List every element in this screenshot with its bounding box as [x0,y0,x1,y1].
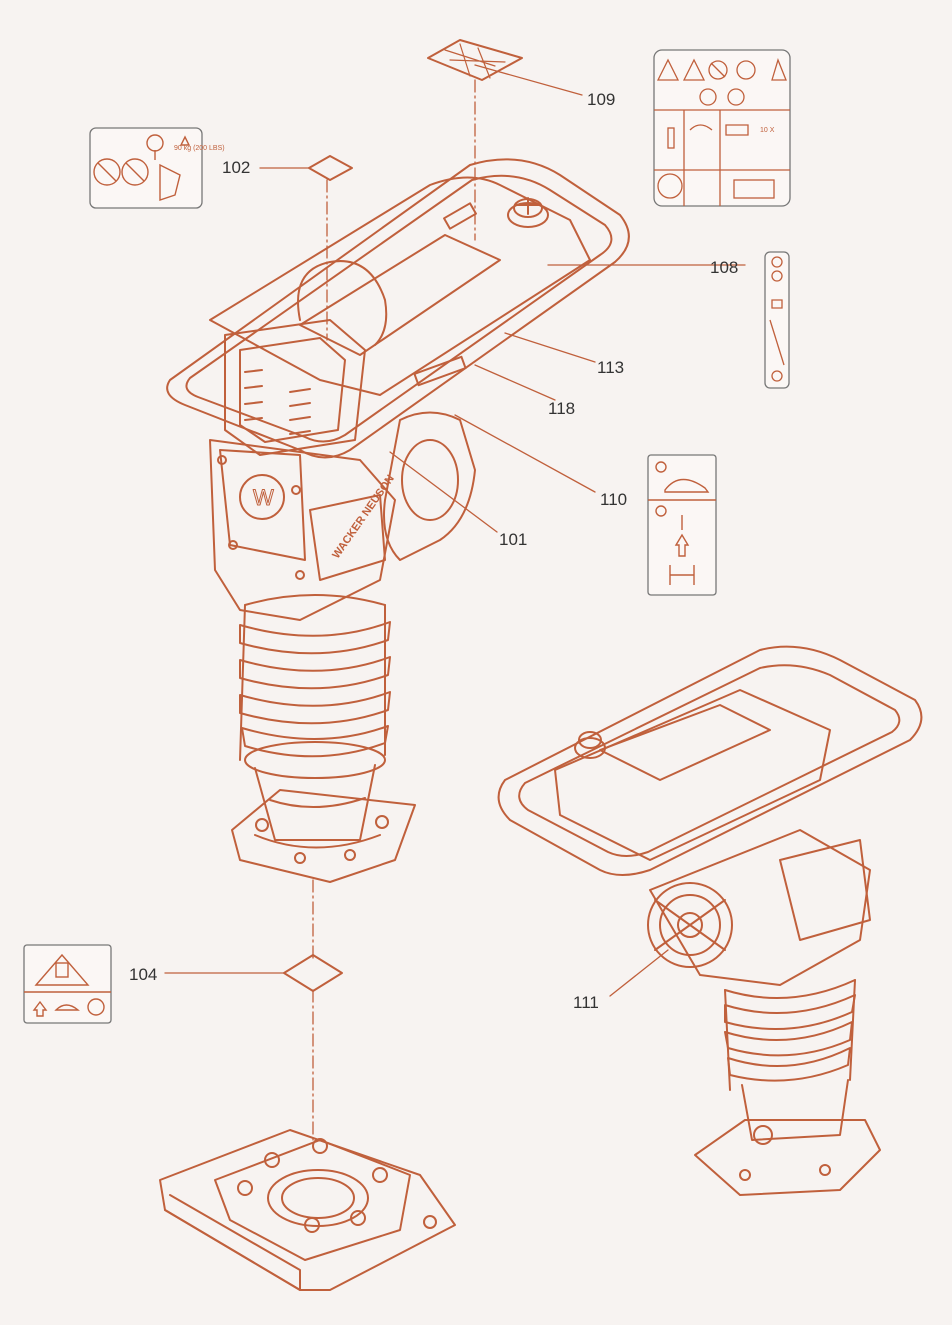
decal-102-weight: 90 kg (200 LBS) [174,145,225,152]
decal-102-placeholder [308,155,353,181]
callout-101: 101 [499,530,528,549]
decal-104-placeholder [283,954,343,992]
callout-111: 111 [573,993,599,1012]
callout-104: 104 [129,965,158,984]
axis-lines [312,79,476,1141]
decal-109-panel: 10 X [653,49,791,207]
decal-108 [764,251,790,389]
decal-109-placeholder [427,39,523,81]
callout-102: 102 [222,158,251,177]
rammer-main: W [166,158,630,883]
callout-118: 118 [548,399,576,418]
callout-108: 108 [710,258,739,277]
callout-113: 113 [597,358,625,377]
callout-110: 110 [600,490,628,509]
decal-102: 90 kg (200 LBS) [89,127,225,209]
rammer-rear-view [497,645,923,1196]
svg-text:W: W [253,485,274,510]
leader-lines [164,64,746,997]
decal-110 [647,454,717,596]
shoe-plate [159,1129,456,1291]
decal-104 [23,944,112,1024]
callout-109: 109 [587,90,616,109]
decal-109-text: 10 X [760,127,775,134]
